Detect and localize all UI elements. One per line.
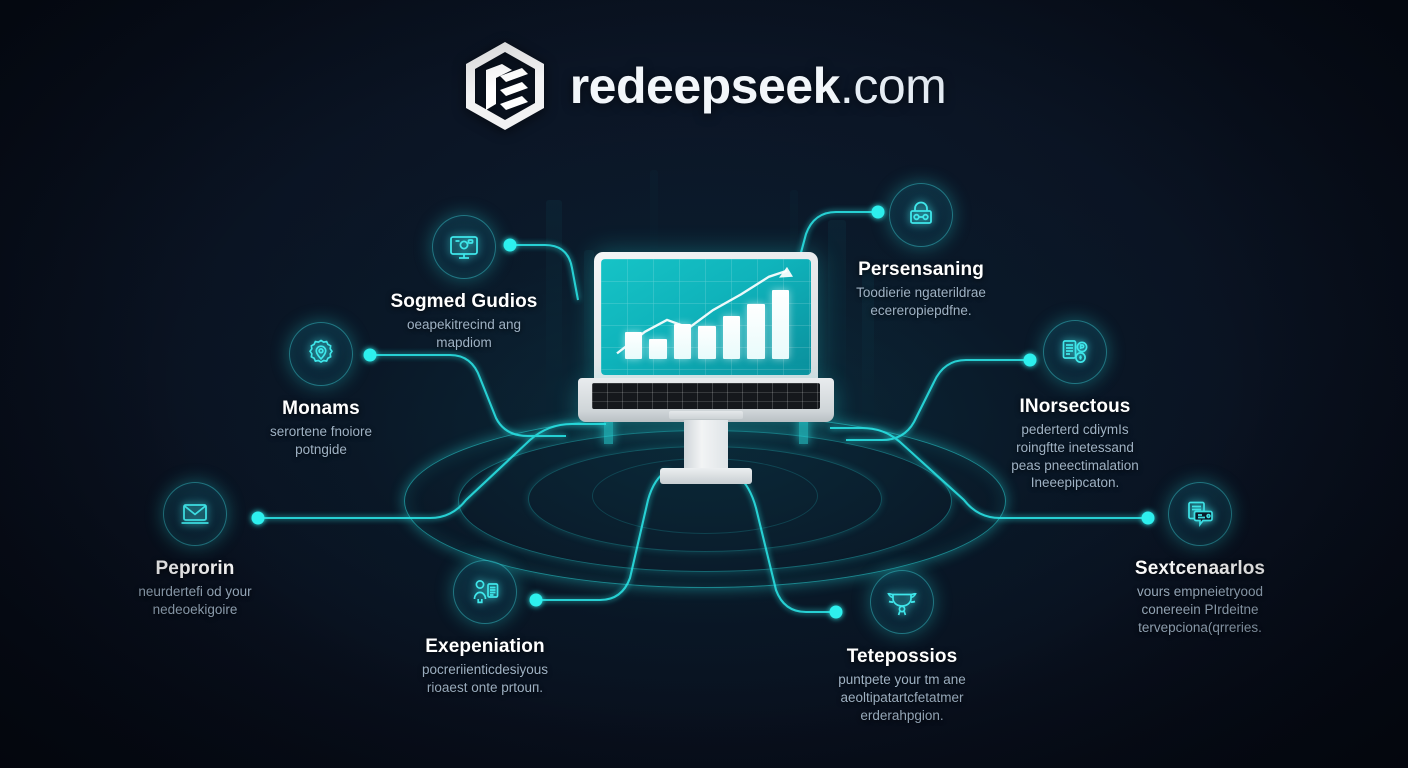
node-desc: vours empneietryood conereein PIrdeitne … <box>1136 584 1264 635</box>
node-desc: Toodierie ngaterildrae ecereropiepdfne. <box>856 285 986 318</box>
monitor-media-icon <box>432 215 496 279</box>
laptop-keyboard <box>592 383 820 409</box>
node-mid-right[interactable]: INorsectous pederterd cdiymIs roingftte … <box>960 320 1190 492</box>
pedestal-stem <box>684 420 728 474</box>
node-title: Monams <box>282 398 360 419</box>
node-top-right[interactable]: Persensaning Toodierie ngaterildrae ecer… <box>806 183 1036 320</box>
node-title: Persensaning <box>858 259 984 280</box>
node-title: Sogmed Gudios <box>390 291 538 312</box>
document-chat-icon <box>1168 482 1232 546</box>
person-document-icon <box>453 560 517 624</box>
node-bottom-right[interactable]: Sextcenaarlos vours empneietryood conere… <box>1085 482 1315 636</box>
chart-bar <box>625 332 643 359</box>
chart-bar <box>747 304 765 359</box>
document-badges-icon <box>1043 320 1107 384</box>
bar-chart-growth-icon <box>625 281 789 359</box>
hexagon-r-logo-icon <box>462 40 548 132</box>
brand-name: redeepseek.com <box>569 58 947 114</box>
laptop-screen <box>601 259 811 375</box>
node-bottom-center[interactable]: Exepeniation pocreriienticdesiyous rioae… <box>370 560 600 697</box>
node-title: Sextcenaarlos <box>1134 558 1266 579</box>
node-title: Exepeniation <box>425 636 545 657</box>
bull-head-icon <box>870 570 934 634</box>
node-bottom-center-right[interactable]: Tetepossios puntpete your tm ane aeoltip… <box>787 570 1017 724</box>
brand-logo: redeepseek.com <box>0 40 1408 132</box>
node-title: Peprorin <box>155 558 235 579</box>
node-mid-left[interactable]: Monams serortene fnoiore potngide <box>206 322 436 459</box>
chart-bar <box>698 326 716 359</box>
laptop-base <box>578 378 834 422</box>
chart-bar <box>673 323 692 359</box>
chart-bar <box>649 338 667 359</box>
envelope-laptop-icon <box>163 482 227 546</box>
node-desc: neurdertefi od your nedeoekigoire <box>138 584 252 617</box>
gear-location-pin-icon <box>289 322 353 386</box>
node-desc: pocreriienticdesiyous rioaest onte prtou… <box>421 662 549 695</box>
padlock-safe-icon <box>889 183 953 247</box>
node-title: Tetepossios <box>846 646 958 667</box>
chart-bar <box>722 316 741 359</box>
node-desc: puntpete your tm ane aeoltipatartcfetatm… <box>838 672 966 723</box>
node-desc: serortene fnoiore potngide <box>269 424 373 457</box>
laptop-lid <box>594 252 818 384</box>
pedestal-foot <box>660 468 752 484</box>
chart-bar <box>771 290 789 359</box>
node-bottom-left[interactable]: Peprorin neurdertefi od your nedeoekigoi… <box>80 482 310 619</box>
node-title: INorsectous <box>1019 396 1131 417</box>
laptop-trackpad <box>669 411 743 419</box>
